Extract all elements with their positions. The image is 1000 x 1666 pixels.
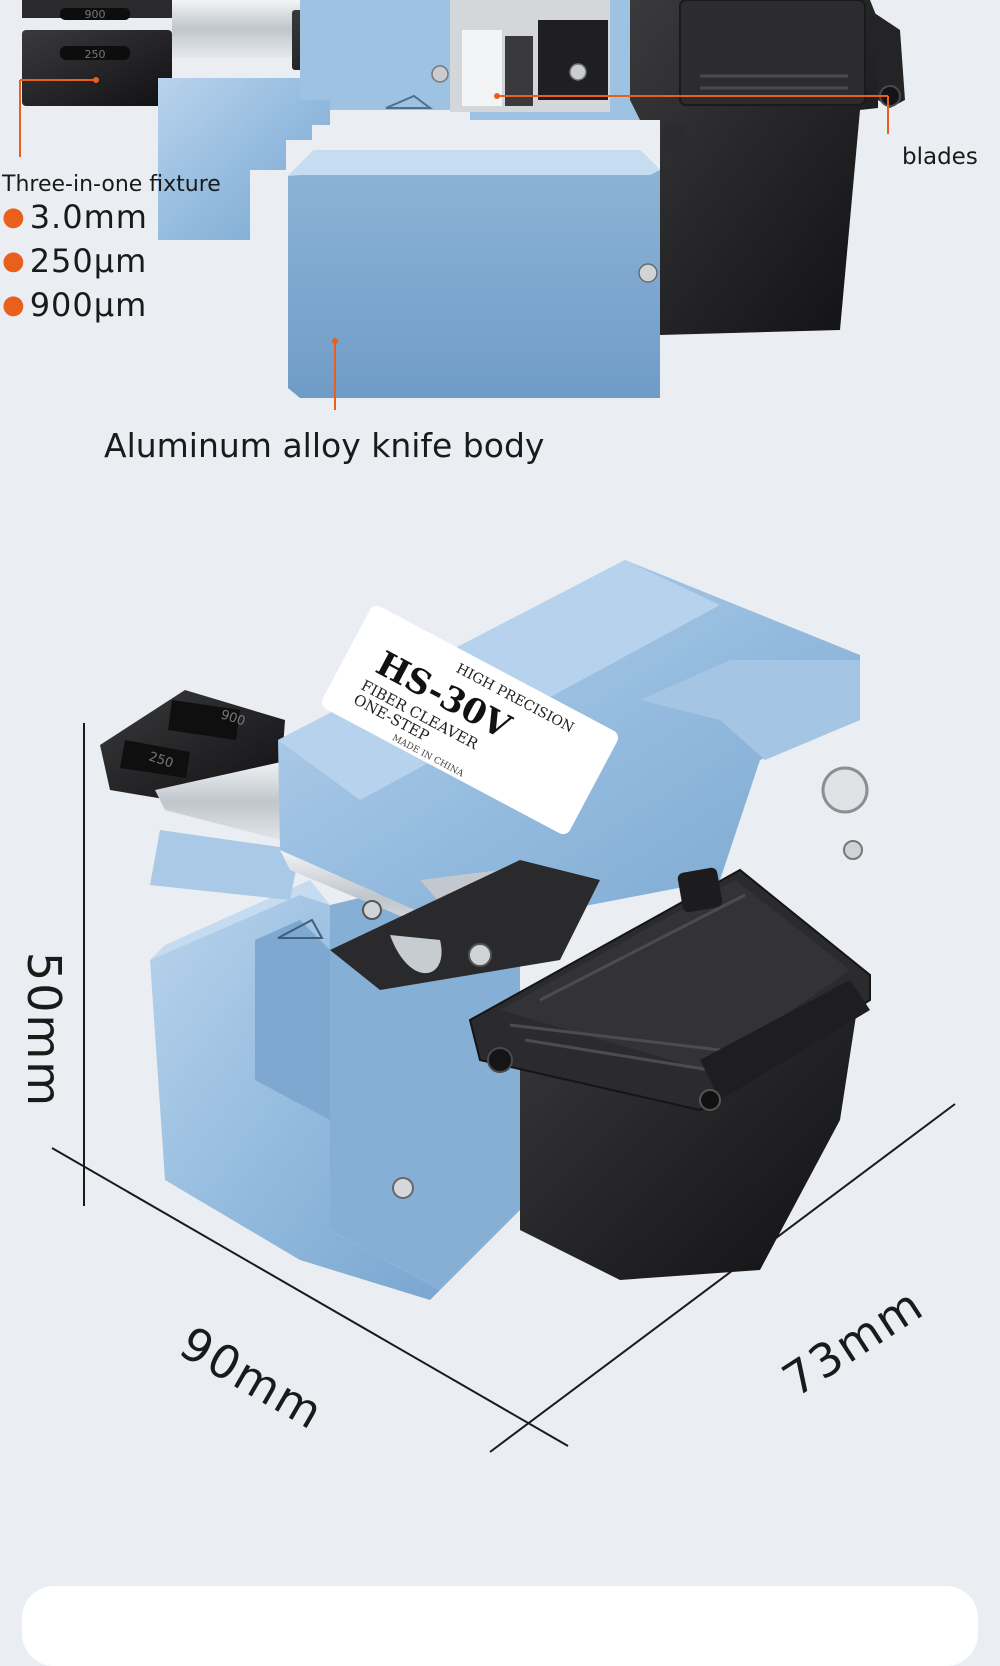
body-callout: Aluminum alloy knife body	[104, 426, 545, 465]
top-view-cleaver: 250 900	[22, 0, 905, 398]
fixture-mark-top-a: 900	[85, 8, 106, 21]
fixture-spec-3: ●900μm	[2, 286, 147, 324]
fixture-mark-bottom-b: 250	[147, 750, 175, 772]
fixture-spec-1: ●3.0mm	[2, 198, 148, 236]
blades-callout: blades	[902, 144, 978, 170]
knife-body-face	[288, 150, 660, 398]
height-dimension: 50mm	[17, 951, 71, 1109]
product-scene: 250 900	[2, 0, 978, 1666]
fixture-spec-3-text: 900μm	[29, 286, 148, 324]
product-illustration: 250 900	[19, 0, 956, 1453]
fixture-spec-2: ●250μm	[2, 242, 147, 280]
fixture-clamp: 900 250	[100, 690, 300, 845]
waste-box-top	[630, 0, 905, 335]
bullet-icon: ●	[2, 202, 26, 232]
fixture-spec-2-text: 250μm	[29, 242, 148, 280]
width-line	[489, 1103, 956, 1453]
fixture-mark-top-b: 250	[85, 48, 106, 61]
fixture-mark-bottom-a: 900	[219, 708, 247, 730]
steel-slider-top	[172, 0, 302, 58]
length-line	[51, 1147, 569, 1447]
warning-triangle-top	[385, 94, 433, 109]
blue-base-left	[158, 78, 330, 240]
dimension-lines	[51, 723, 956, 1453]
screw-top-1	[431, 65, 449, 83]
main-cleaver: 900 250 HIGH PRECISION HS-30V FIBER CLEA…	[100, 560, 871, 1300]
screw-top-2	[569, 63, 587, 81]
adjust-knob	[821, 766, 869, 814]
callout-lines-top	[19, 77, 889, 410]
warning-triangle	[277, 918, 324, 939]
bullet-icon: ●	[2, 290, 26, 320]
screw-side	[392, 1177, 414, 1199]
fixture-spec-1-text: 3.0mm	[29, 198, 148, 236]
bottom-card	[22, 1586, 978, 1666]
fixture-callout-title: Three-in-one fixture	[2, 172, 221, 197]
bullet-icon: ●	[2, 246, 26, 276]
waste-box	[468, 867, 871, 1280]
fixture-top: 250 900	[22, 0, 172, 106]
